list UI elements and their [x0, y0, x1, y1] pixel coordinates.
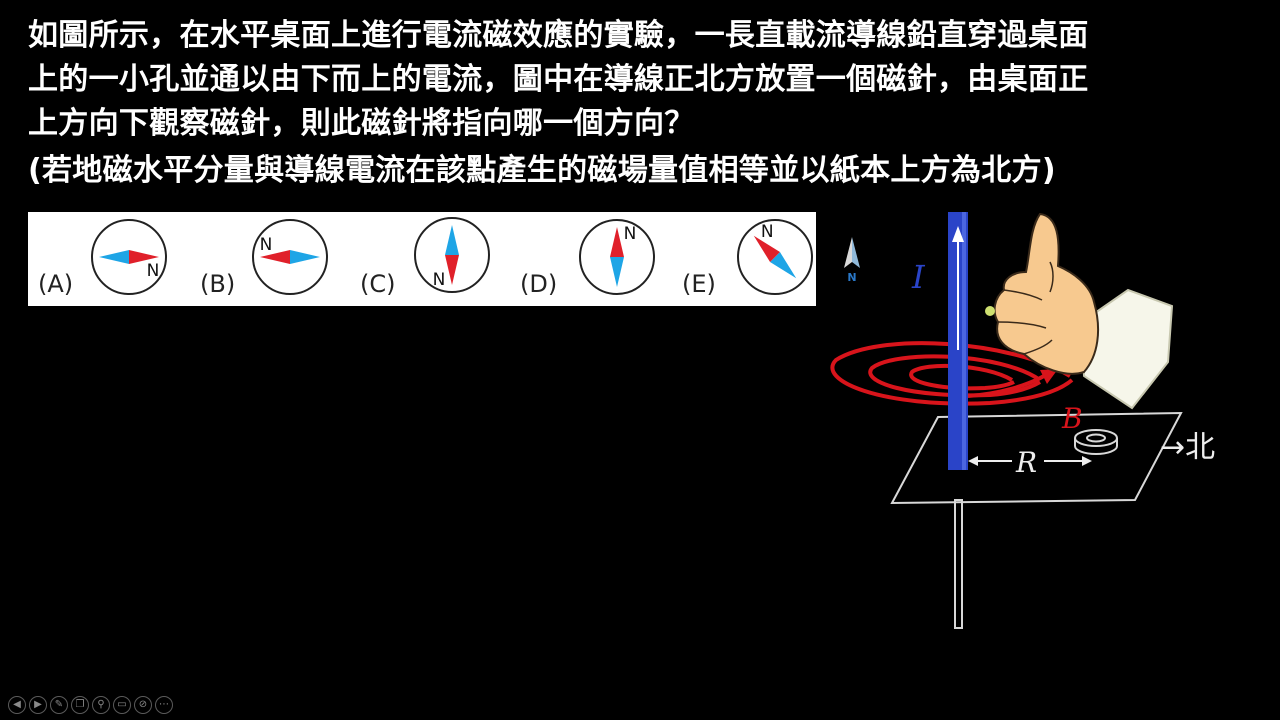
- option-label-e: (E): [682, 270, 716, 298]
- laser-pointer-dot: [985, 306, 995, 316]
- compass-n-letter: N: [147, 261, 160, 281]
- compass-n-letter: N: [624, 224, 637, 244]
- compass-option-b-icon: N: [252, 219, 328, 295]
- question-text: 如圖所示，在水平桌面上進行電流磁效應的實驗，一長直載流導線鉛直穿過桌面 上的一小…: [28, 14, 1273, 193]
- answer-options-panel: (A) (B) (C) (D) (E) N N N N N: [28, 212, 816, 306]
- zoom-icon[interactable]: ⚲: [92, 696, 110, 714]
- needle-south-half: [610, 257, 624, 287]
- compass-n-letter: N: [761, 222, 774, 242]
- option-label-a: (A): [38, 270, 74, 298]
- subtitle-icon[interactable]: ▭: [113, 696, 131, 714]
- north-marker-icon: N: [844, 237, 860, 284]
- needle-south-half: [290, 250, 320, 264]
- copy-icon[interactable]: ❐: [71, 696, 89, 714]
- compass-n-letter: N: [260, 235, 273, 255]
- pen-icon[interactable]: ✎: [50, 696, 68, 714]
- needle-north-half: [129, 250, 159, 264]
- needle-south-half: [445, 225, 459, 255]
- table-compass-icon: [1074, 429, 1118, 455]
- north-marker-letter: N: [847, 271, 856, 284]
- question-note: (若地磁水平分量與導線電流在該點產生的磁場量值相等並以紙本上方為北方): [28, 153, 1056, 188]
- needle-north-half: [753, 235, 780, 262]
- current-label: I: [911, 258, 926, 296]
- field-arrow: [1040, 369, 1058, 384]
- hide-icon[interactable]: ⊘: [134, 696, 152, 714]
- table-surface: [890, 411, 1183, 505]
- needle-south-half: [99, 250, 129, 264]
- north-direction-label: →北: [1160, 430, 1215, 465]
- needle-south-half: [770, 252, 797, 279]
- compass-option-c-icon: N: [414, 217, 490, 293]
- next-icon[interactable]: ▶: [29, 696, 47, 714]
- distance-label: R: [1015, 446, 1037, 479]
- compass-option-a-icon: N: [91, 219, 167, 295]
- more-icon[interactable]: ⋯: [155, 696, 173, 714]
- wire-lower-segment: [954, 499, 963, 629]
- option-label-b: (B): [200, 270, 236, 298]
- question-line-3: 上方向下觀察磁針，則此磁針將指向哪一個方向？: [28, 106, 695, 141]
- option-label-c: (C): [360, 270, 396, 298]
- option-label-d: (D): [520, 270, 558, 298]
- needle-north-half: [445, 255, 459, 285]
- question-line-2: 上的一小孔並通以由下而上的電流，圖中在導線正北方放置一個磁針，由桌面正: [28, 62, 1089, 97]
- compass-option-e-icon: N: [737, 219, 813, 295]
- prev-icon[interactable]: ◀: [8, 696, 26, 714]
- question-line-1: 如圖所示，在水平桌面上進行電流磁效應的實驗，一長直載流導線鉛直穿過桌面: [28, 18, 1089, 53]
- compass-options: N N N N N: [91, 217, 813, 295]
- field-label: B: [1061, 402, 1083, 435]
- needle-north-half: [260, 250, 290, 264]
- slide-show-toolbar: ◀ ▶ ✎ ❐ ⚲ ▭ ⊘ ⋯: [8, 696, 173, 716]
- right-hand-icon: [993, 212, 1174, 410]
- needle-north-half: [610, 227, 624, 257]
- compass-option-d-icon: N: [579, 219, 655, 295]
- compass-n-letter: N: [433, 270, 446, 290]
